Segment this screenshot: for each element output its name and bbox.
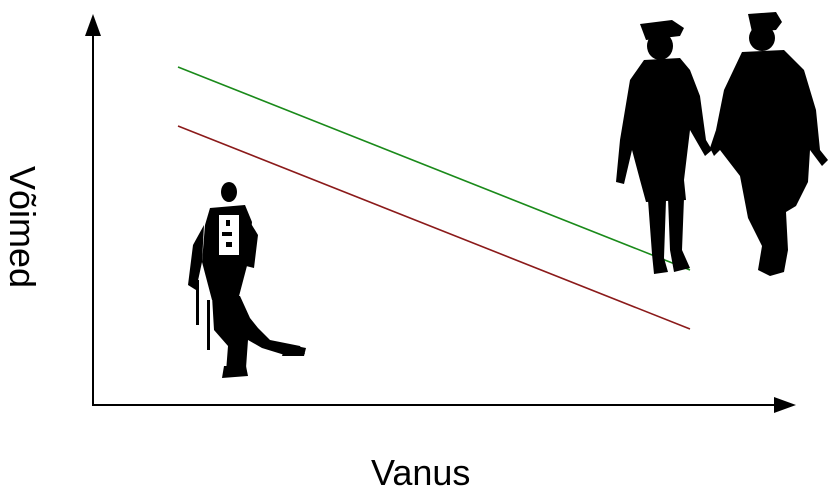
walking-elderly-couple-icon xyxy=(616,12,828,276)
upper-trend-line xyxy=(177,66,691,271)
seated-elderly-man-icon xyxy=(188,182,306,378)
y-axis-arrowhead xyxy=(85,14,101,36)
y-axis-label: Võimed xyxy=(2,166,43,289)
lower-trend-line xyxy=(177,125,691,330)
x-axis-label: Vanus xyxy=(371,452,471,493)
x-axis-arrowhead xyxy=(774,397,796,413)
